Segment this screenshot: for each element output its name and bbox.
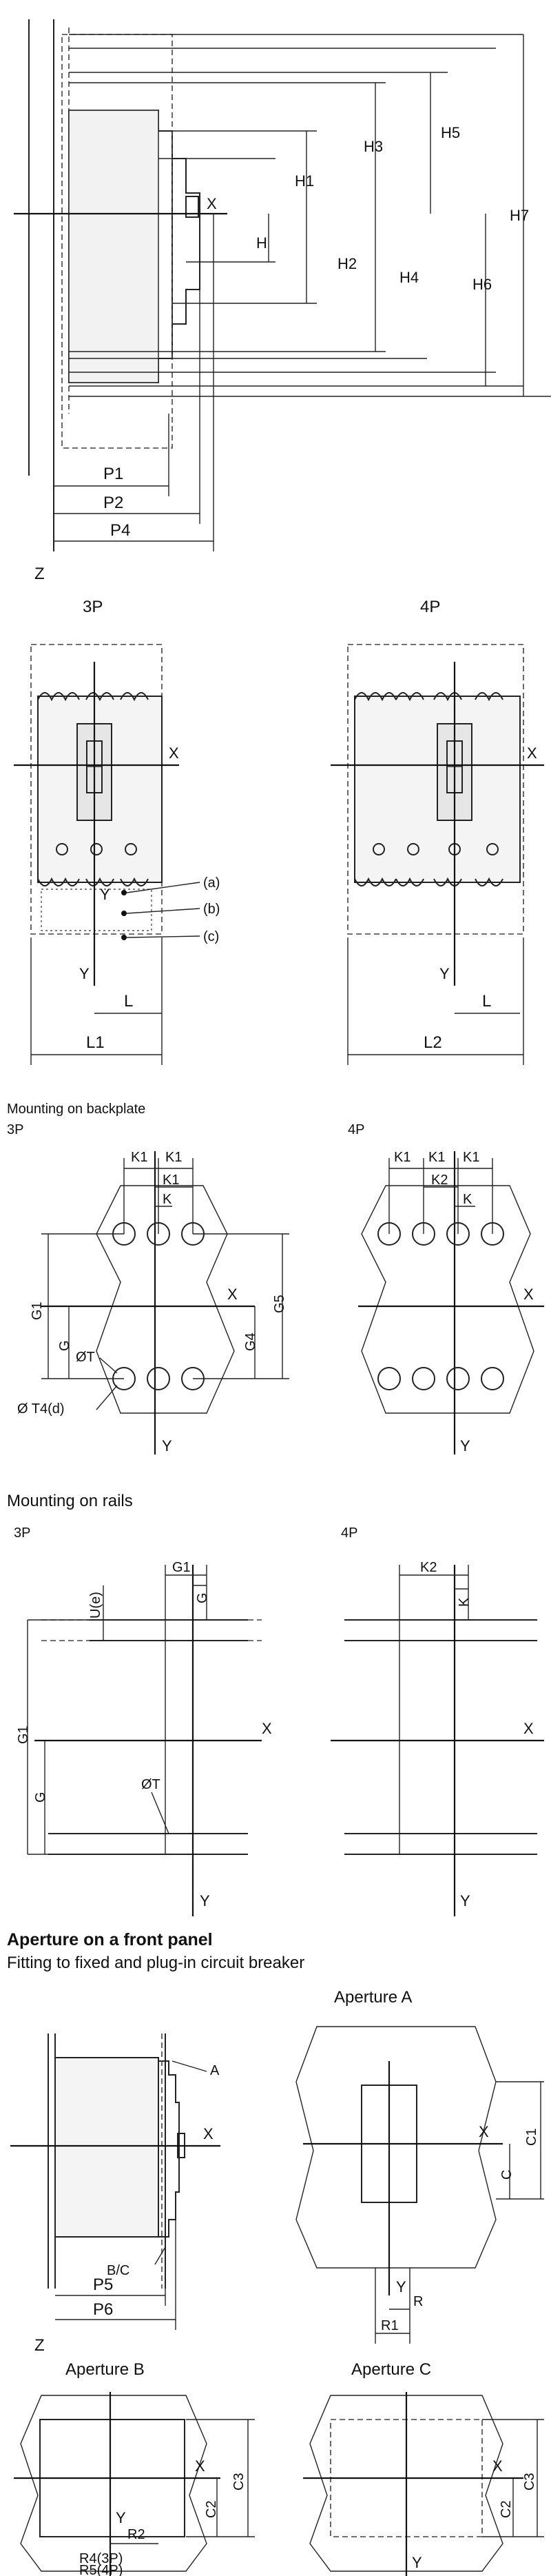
ap-side-p5-label: P5 [93,2275,113,2294]
front-4p-title: 4P [420,598,440,616]
rails3-y-label: Y [200,1892,210,1909]
rails-4p-label: 4P [341,1525,357,1541]
bp4-k-label: K [463,1192,472,1207]
ap-side-a-label: A [210,2063,220,2078]
front-3p-l-label: L [124,992,133,1011]
rails4-x-label: X [523,1720,534,1737]
bp3-ot-label: ØT [76,1350,95,1365]
bp3-x-label: X [227,1286,238,1303]
side-p2-label: P2 [103,494,123,512]
side-h7-label: H7 [510,207,529,224]
ap-c-x-label: X [492,2457,503,2475]
side-h5-label: H5 [441,124,460,141]
bp3-g5-label: G5 [272,1295,287,1313]
rails3-g-label: G [33,1792,48,1803]
front-4p-l-label: L [482,992,491,1011]
bp3-g4-label: G4 [243,1332,258,1351]
ap-side-p6-label: P6 [93,2300,113,2319]
front-b-label: (b) [203,902,220,917]
ap-a-y-label: Y [396,2278,406,2295]
front-4p-y-label: Y [439,965,450,982]
ap-c-y-label: Y [412,2554,422,2571]
ap-b-r4-label: R4(3P) [79,2551,123,2566]
rails3-ue-label: U(e) [88,1592,103,1619]
ap-c-c2-label: C2 [499,2500,514,2518]
bp4-y-label: Y [460,1437,470,1454]
bp4-k1a-label: K1 [394,1150,410,1165]
front-a-label: (a) [203,875,220,891]
front-l1-label: L1 [86,1033,105,1052]
front-c-label: (c) [203,929,219,944]
bp3-y-label: Y [162,1437,172,1454]
rails-title: Mounting on rails [7,1492,133,1510]
front-l2-label: L2 [424,1033,442,1052]
side-h1-label: H1 [295,172,314,190]
ap-b-y-label: Y [116,2509,126,2526]
ap-b-r2-label: R2 [127,2527,145,2542]
rails4-y-label: Y [460,1892,470,1909]
side-h2-label: H2 [337,255,357,272]
front-view: 3P 4P X Y Y (a) (b) (c) L L1 [14,598,544,1065]
bp4-k2-label: K2 [431,1173,448,1188]
side-x-label: X [207,195,217,212]
mounting-backplate: Mounting on backplate 3P 4P X Y K1 K1 K1… [7,1102,544,1454]
rails3-ot-label: ØT [141,1777,160,1792]
ap-a-r-label: R [413,2294,423,2309]
aperture-a-title: Aperture A [334,1988,412,2007]
ap-b-x-label: X [195,2457,205,2475]
ap-side-x-label: X [203,2125,214,2142]
side-p1-label: P1 [103,465,123,483]
bp4-k1b-label: K1 [428,1150,445,1165]
side-p4-label: P4 [110,521,130,540]
side-h-label: H [256,234,267,252]
backplate-3p-label: 3P [7,1122,23,1137]
side-z-label: Z [34,565,45,583]
front-3p-y1-label: Y [100,886,110,903]
ap-a-c1-label: C1 [524,2128,539,2146]
rails-3p-label: 3P [14,1525,30,1541]
ap-b-c3-label: C3 [231,2473,247,2491]
front-3p-y2-label: Y [79,965,90,982]
aperture-subtitle: Fitting to fixed and plug-in circuit bre… [7,1954,304,1972]
rails3-x-label: X [262,1720,272,1737]
bp3-ot4-label: Ø T4(d) [17,1401,65,1417]
rails4-k-label: K [457,1597,472,1607]
rails3-g-top-label: G [195,1592,210,1603]
bp3-g-label: G [57,1340,72,1351]
backplate-4p-label: 4P [348,1122,364,1137]
front-3p-x-label: X [169,744,179,762]
side-h3-label: H3 [364,138,383,155]
ap-b-r5-label: R5(4P) [79,2563,123,2576]
front-4p-x-label: X [527,744,537,762]
front-3p-title: 3P [83,598,103,616]
bp4-x-label: X [523,1286,534,1303]
side-h6-label: H6 [472,276,492,293]
ap-c-c3-label: C3 [522,2473,537,2491]
aperture-section: Aperture on a front panel Fitting to fix… [7,1930,544,2576]
mounting-rails: Mounting on rails 3P 4P G1 G U(e) G1 G Ø… [7,1492,544,1916]
ap-a-r1-label: R1 [381,2318,399,2333]
aperture-title: Aperture on a front panel [7,1930,213,1949]
ap-a-c-label: C [499,2170,514,2180]
ap-b-c2-label: C2 [204,2500,219,2518]
aperture-c-title: Aperture C [351,2360,431,2379]
ap-a-x-label: X [479,2123,489,2140]
rails3-g1-label: G1 [16,1725,31,1744]
rails3-g1-top-label: G1 [172,1560,191,1575]
bp3-k1a-label: K1 [131,1150,147,1165]
bp4-k1c-label: K1 [463,1150,479,1165]
bp3-k1c-label: K1 [163,1173,179,1188]
bp3-k-label: K [163,1192,172,1207]
side-h4-label: H4 [399,269,419,286]
side-view: X H H1 H2 H3 H4 H5 H6 H7 [14,19,551,583]
ap-side-bc-label: B/C [107,2263,129,2278]
ap-side-z-label: Z [34,2336,45,2355]
bp3-k1b-label: K1 [165,1150,182,1165]
rails4-k2-label: K2 [420,1560,437,1575]
backplate-title: Mounting on backplate [7,1102,145,1117]
bp3-g1-label: G1 [30,1301,45,1320]
aperture-b-title: Aperture B [65,2360,145,2379]
